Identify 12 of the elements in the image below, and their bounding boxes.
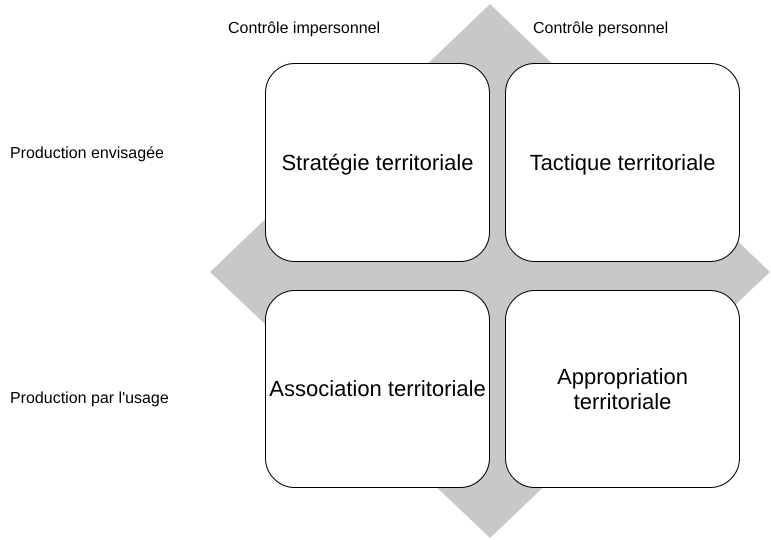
column-heading: Contrôle impersonnel [228,20,380,38]
box-label: Tactique territoriale [530,150,716,176]
box-label: Association territoriale [269,376,486,402]
rounded-box [505,63,740,262]
box-label: Appropriation territoriale [556,364,689,414]
row-heading: Production envisagée [10,145,164,163]
box-label: Stratégie territoriale [282,150,474,176]
rounded-box [265,290,490,488]
row-heading: Production par l'usage [10,390,169,408]
rounded-box [505,290,740,488]
rounded-box [265,63,490,262]
column-heading: Contrôle personnel [533,20,668,38]
